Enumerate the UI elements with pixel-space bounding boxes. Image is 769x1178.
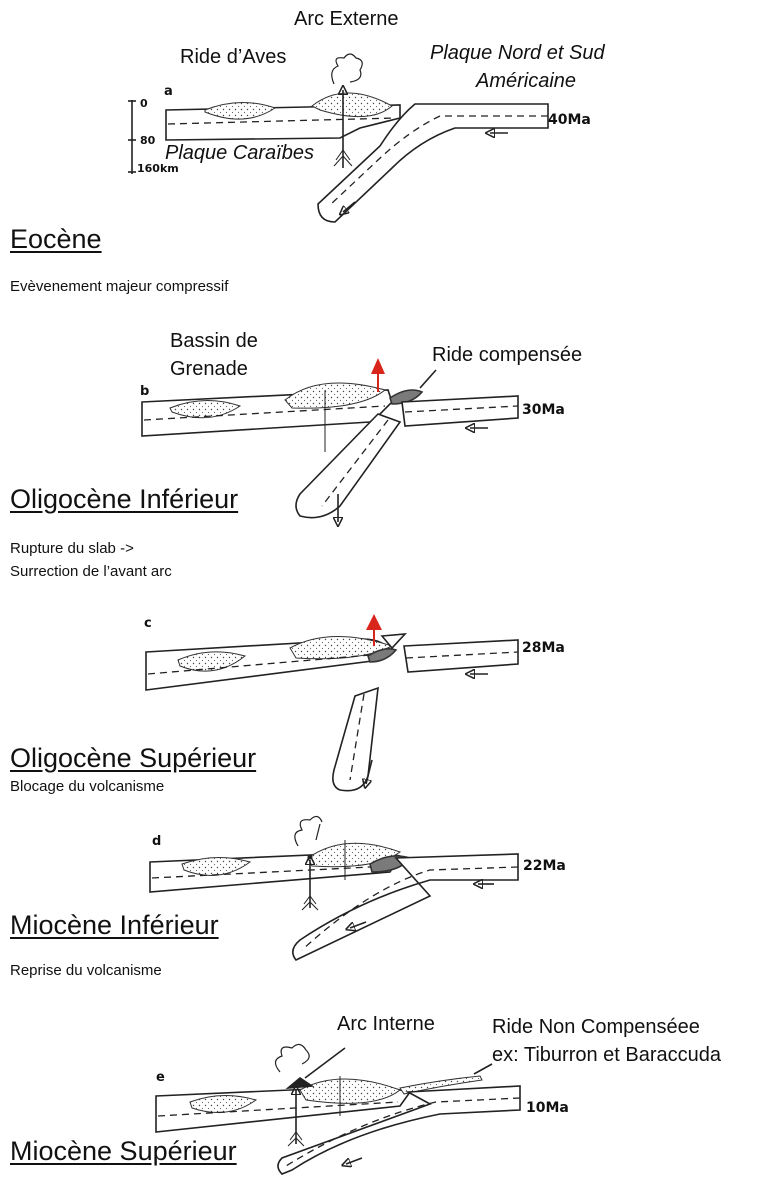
cross-section-d <box>0 800 769 980</box>
description-eocene-line1: Evèvenement majeur compressif <box>10 278 228 295</box>
cross-section-c <box>0 590 769 810</box>
period-title-eocene: Eocène <box>10 224 102 255</box>
period-title-miocene-superieur: Miocène Supérieur <box>10 1136 237 1167</box>
period-title-miocene-inferieur: Miocène Inférieur <box>10 910 219 941</box>
description-oligocene-inferieur-line1: Rupture du slab -> <box>10 540 134 557</box>
uplift-arrow-b <box>371 358 385 374</box>
uplift-arrow-c <box>366 614 382 630</box>
description-oligocene-inferieur-line2: Surrection de l’avant arc <box>10 563 172 580</box>
description-miocene-inferieur-line1: Reprise du volcanisme <box>10 962 162 979</box>
description-oligocene-superieur-line1: Blocage du volcanisme <box>10 778 164 795</box>
period-title-oligocene-superieur: Oligocène Supérieur <box>10 743 256 774</box>
period-title-oligocene-inferieur: Oligocène Inférieur <box>10 484 238 515</box>
cross-section-a <box>0 0 769 240</box>
arc-interne-marker <box>288 1078 312 1088</box>
